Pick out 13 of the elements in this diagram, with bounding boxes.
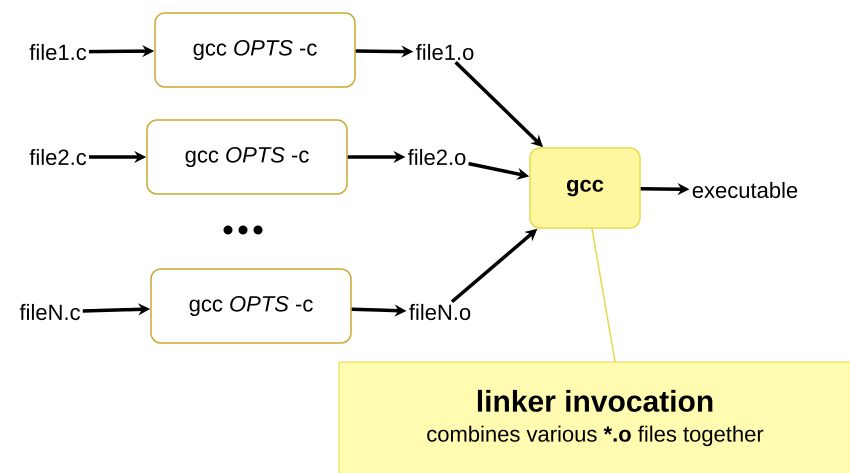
command-box: gcc OPTS -c <box>154 12 356 88</box>
file-label: file1.o <box>416 44 474 60</box>
command-box: gcc OPTS -c <box>146 119 348 195</box>
linker-box: gcc <box>529 147 641 229</box>
leader-line <box>591 228 616 362</box>
command-box: gcc OPTS -c <box>150 268 352 344</box>
file-label: file2.o <box>408 148 466 166</box>
file-label: executable <box>692 182 798 198</box>
file-label: fileN.c <box>20 304 80 320</box>
file-label: fileN.o <box>409 304 470 320</box>
file-label: file2.c <box>30 148 86 166</box>
callout-box: linker invocation combines various *.o files together <box>338 362 850 473</box>
file-label: file1.c <box>30 44 86 60</box>
